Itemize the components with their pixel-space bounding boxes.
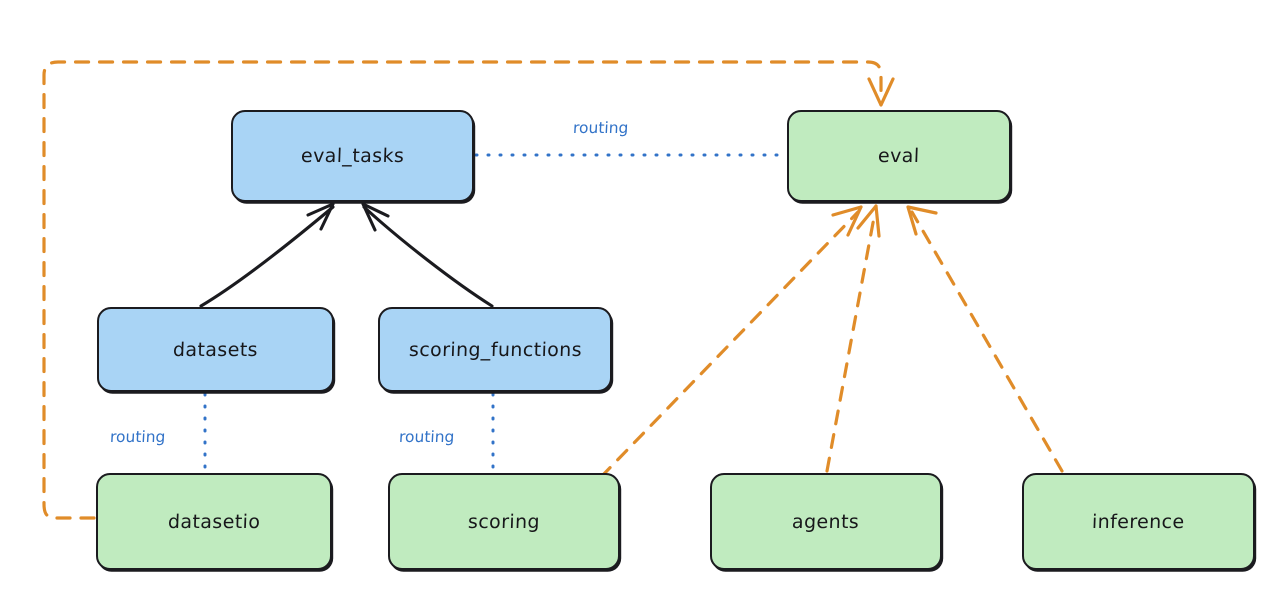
node-label: eval_tasks [300,145,405,167]
node-label: scoring_functions [408,338,582,361]
node-eval-tasks[interactable]: eval_tasks [231,110,474,202]
edge-agents-eval [825,204,881,473]
edge-datasetio-eval [42,60,895,520]
edge-scoring-eval [599,205,863,479]
edge-datasets-eval_tasks [199,202,335,308]
node-datasets[interactable]: datasets [97,307,334,392]
edge-scoring_functions-eval_tasks [361,202,494,308]
edge-label-routing-scoring: routing [398,428,455,446]
node-label: inference [1091,510,1186,533]
node-label: scoring [467,510,541,533]
node-scoring[interactable]: scoring [388,473,620,570]
node-agents[interactable]: agents [710,473,942,570]
node-label: datasets [172,338,259,361]
node-label: datasetio [167,510,261,533]
node-inference[interactable]: inference [1022,473,1255,570]
node-eval[interactable]: eval [787,110,1011,202]
node-label: eval [877,145,921,167]
edge-label-routing-eval: routing [572,119,629,137]
edge-inference-eval [906,205,1064,473]
node-label: agents [792,510,860,533]
node-datasetio[interactable]: datasetio [96,473,332,570]
node-scoring-functions[interactable]: scoring_functions [378,307,612,392]
edge-label-routing-datasetio: routing [109,428,166,446]
